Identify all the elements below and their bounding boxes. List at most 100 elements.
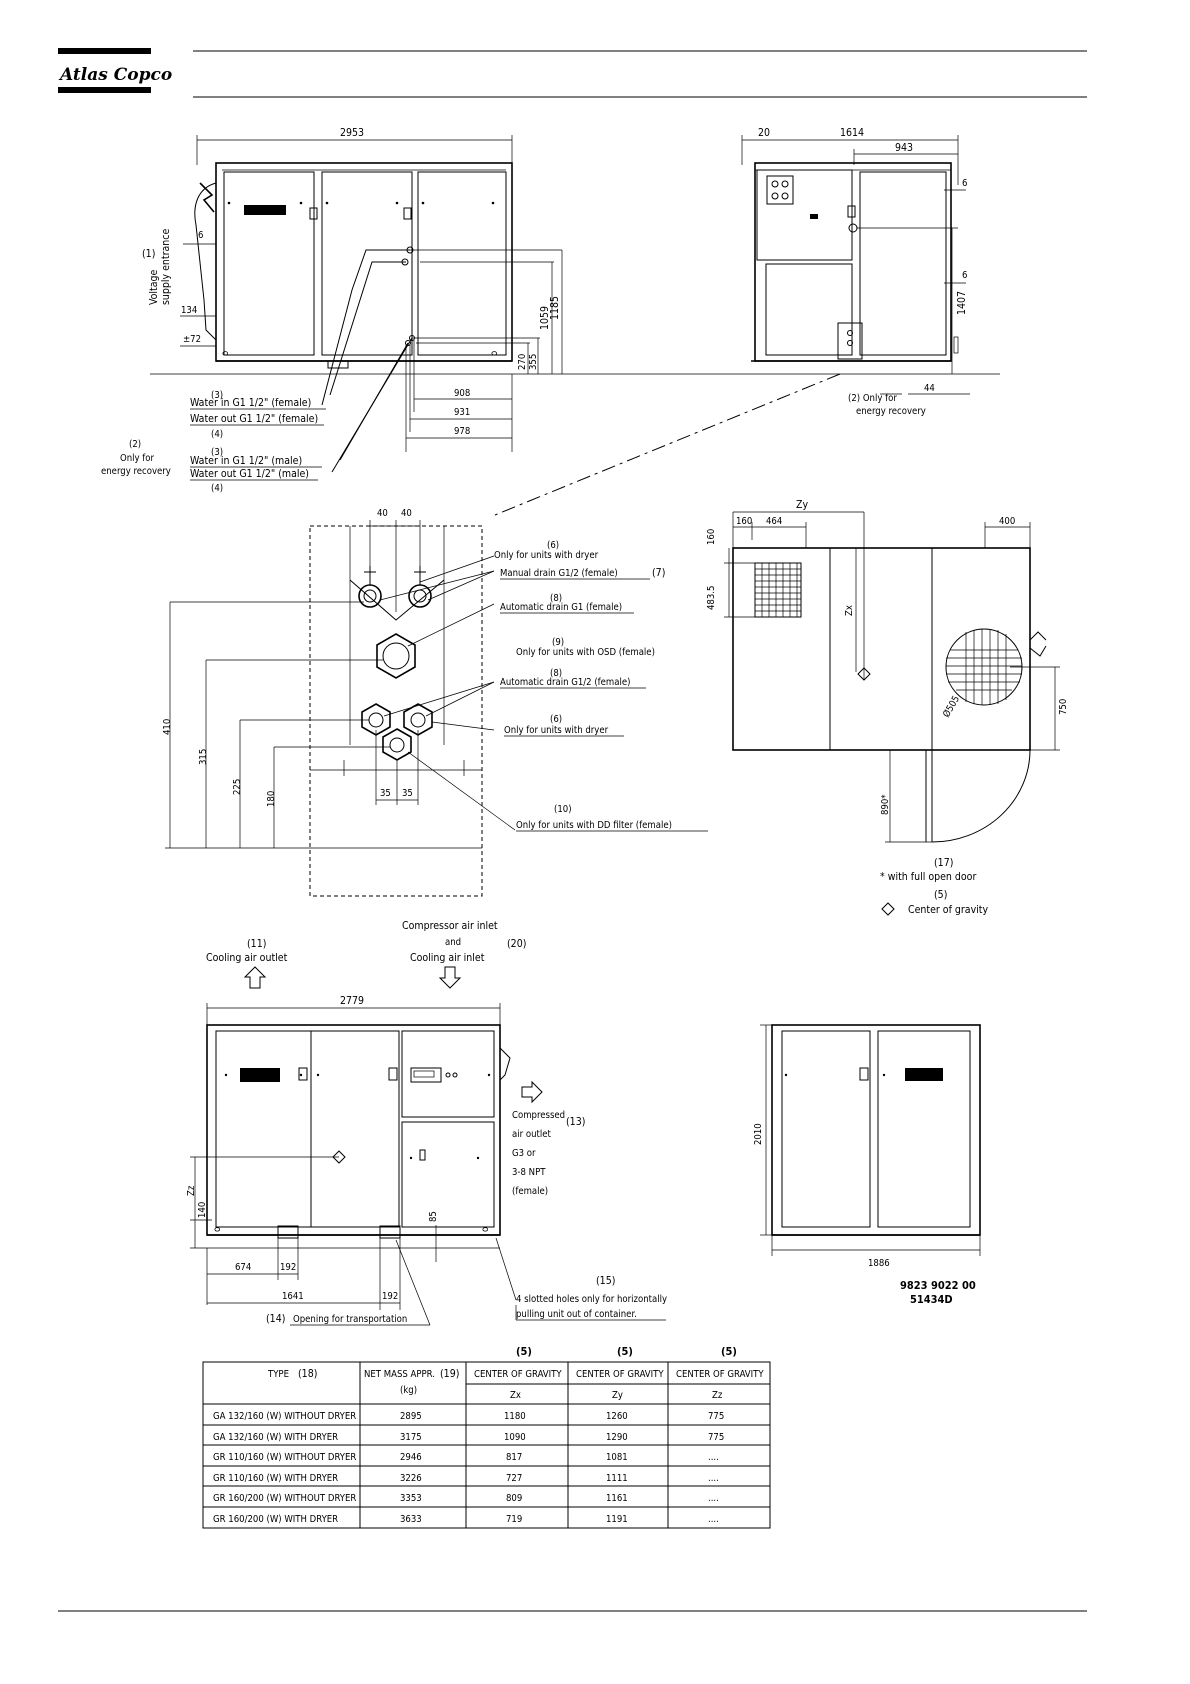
supply-entrance-label: supply entrance [160,229,172,305]
svg-text:o: o [212,1227,223,1232]
only-for-label: Only for [120,453,155,464]
header-cog-zy: CENTER OF GRAVITY [576,1369,664,1380]
cell-type: GR 110/160 (W) WITH DRYER [213,1473,338,1484]
compressor-inlet-label: Compressor air inlet [402,920,498,932]
osd-drain [376,633,416,679]
front-view-bottom: Compressor air inlet and (20) Cooling ai… [186,920,667,1326]
water-in-female-label: Water in G1 1/2" (female) [190,397,311,409]
table-row: GA 132/160 (W) WITHOUT DRYER 2895 1180 1… [213,1411,724,1422]
dim-35b: 35 [402,788,413,799]
dim-134: 134 [181,305,197,316]
document-number: 9823 9022 00 [900,1279,976,1292]
cell-zx: 1180 [504,1411,526,1422]
cell-mass: 2946 [400,1452,422,1463]
note-11-number: (11) [247,938,266,950]
water-in-male-number: (3) [211,447,223,458]
rear-cabinet-outline [771,1024,981,1236]
cog-marker-bottom [332,1150,346,1164]
brand-plate [244,205,286,215]
dim-6b: 6 [962,270,967,281]
note-8a-text: Automatic drain G1 (female) [500,602,622,613]
cell-type: GR 110/160 (W) WITHOUT DRYER [213,1452,356,1463]
side-view-top: 20 1614 943 6 6 1407 44 (2) Only for ene… [741,127,970,417]
water-out-female-label: Water out G1 1/2" (female) [190,413,318,425]
logo-bar-bottom [58,87,151,93]
dim-192a: 192 [280,1262,296,1273]
cell-zy: 1081 [606,1452,628,1463]
plan-view: Zy 160 464 400 160 483.5 Zx [706,499,1069,916]
cell-zy: 1111 [606,1473,628,1484]
water-in-female-number: (3) [211,390,223,401]
rear-view-bottom: 2010 1886 9823 9022 00 51434D [753,1024,981,1306]
water-out-female-number: (4) [211,429,223,440]
cell-zz: .... [708,1493,719,1504]
female-label: (female) [512,1186,548,1197]
dim-160-vertical: 160 [706,529,717,545]
dim-400: 400 [999,516,1015,527]
dim-2953: 2953 [340,127,364,139]
dim-674: 674 [235,1262,251,1273]
dim-20: 20 [758,127,770,139]
cell-type: GR 160/200 (W) WITHOUT DRYER [213,1493,356,1504]
cell-mass: 3175 [400,1432,422,1443]
subheader-zy: Zy [612,1390,623,1401]
front-view-top: 2953 o o (1) Voltage supply entrance 6 1… [101,127,1000,494]
cell-zx: 1090 [504,1432,526,1443]
water-in-male-label: Water in G1 1/2" (male) [190,455,302,467]
note-17-text: * with full open door [880,871,976,883]
dim-1614: 1614 [840,127,864,139]
dim-270: 270 [517,354,528,370]
dim-355: 355 [528,354,539,370]
npt-label: 3-8 NPT [512,1167,546,1178]
note-5-text: Center of gravity [908,904,988,916]
cell-zy: 1260 [606,1411,628,1422]
note-9-text: Only for units with OSD (female) [516,647,655,658]
dim-1641: 1641 [282,1291,304,1302]
note-5-zy: (5) [617,1345,633,1358]
cell-zx: 727 [506,1473,522,1484]
cooling-grille [754,562,802,618]
note-13-number: (13) [566,1116,585,1128]
manual-drain-right [408,566,432,608]
energy-connection [837,322,863,360]
dim-410: 410 [162,719,173,735]
dim-6a: 6 [962,178,967,189]
dim-1407: 1407 [956,291,968,315]
dim-2779: 2779 [340,995,364,1007]
note-17-number: (17) [934,857,953,869]
dim-1059: 1059 [539,306,551,330]
cell-zy: 1290 [606,1432,628,1443]
note-14-text: Opening for transportation [293,1314,407,1325]
note-6b-text: Only for units with dryer [504,725,609,736]
cell-zx: 719 [506,1514,522,1525]
table-row: GR 160/200 (W) WITHOUT DRYER 3353 809 11… [213,1493,719,1504]
dim-85: 85 [428,1211,439,1222]
center-of-gravity-marker [857,667,871,681]
voltage-symbol [199,182,215,213]
svg-text:o: o [480,1227,491,1232]
cell-zy: 1161 [606,1493,628,1504]
note-6b-number: (6) [550,714,562,725]
cell-mass: 3226 [400,1473,422,1484]
drain-detail-view: 40 40 [162,508,708,897]
dim-6-left: 6 [198,230,203,241]
note-15-text-b: pulling unit out of container. [516,1309,637,1320]
dim-zz: Zz [186,1185,197,1196]
note-6a-text: Only for units with dryer [494,550,599,561]
header-type: TYPE [267,1369,289,1380]
cell-type: GA 132/160 (W) WITHOUT DRYER [213,1411,356,1422]
energy-recovery-number: (2) [129,439,141,450]
note-14-number: (14) [266,1313,285,1325]
subheader-zz: Zz [712,1390,723,1401]
outlet-arrow-icon [243,966,267,989]
inlet-arrow-icon [438,966,462,989]
dim-zy: Zy [796,499,808,511]
header: Atlas Copco [58,48,1087,98]
note-5-zx: (5) [516,1345,532,1358]
and-label: and [445,937,461,948]
dim-483-5: 483.5 [706,586,717,610]
table-row: GR 160/200 (W) WITH DRYER 3633 719 1191 … [213,1514,719,1525]
cell-mass: 2895 [400,1411,422,1422]
dim-40a: 40 [377,508,388,519]
